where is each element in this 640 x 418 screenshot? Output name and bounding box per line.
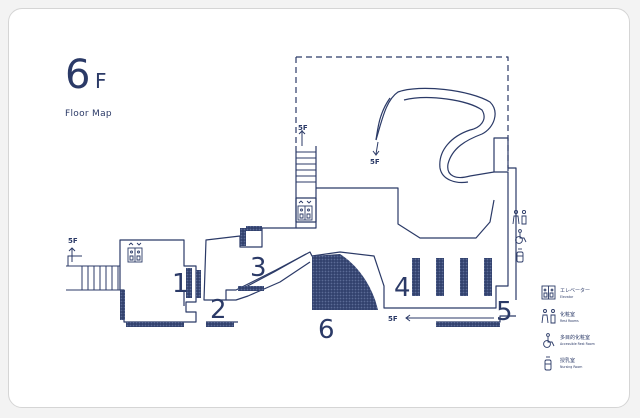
top-stairs	[296, 130, 316, 183]
zone-6-label: 6	[318, 315, 335, 345]
stairs-label-ramp: 5F	[370, 158, 380, 166]
zone-5-label: 5	[496, 297, 513, 327]
escalator-serpentine-inner	[375, 97, 391, 141]
zone-3-label: 3	[250, 253, 267, 283]
map-elevator-icon-left	[127, 242, 143, 263]
exit-label: 5F	[388, 315, 398, 323]
floor-number: 6	[65, 52, 91, 98]
legend-restroom-icon	[541, 309, 556, 324]
ramp-arrow	[372, 141, 380, 156]
zone-1-label: 1	[172, 269, 189, 299]
bookshelves	[120, 226, 500, 327]
map-nursing-icon	[516, 248, 524, 263]
legend-accessible-en: Accessible Rest Room	[560, 342, 595, 346]
legend-nursing-en: Nursing Room	[560, 365, 583, 369]
floor-letter: F	[95, 69, 107, 93]
escalator-serpentine-lane	[403, 97, 485, 184]
central-hall-outline	[316, 187, 495, 239]
escalator-serpentine	[375, 87, 496, 179]
future-area-outline	[296, 56, 509, 172]
exit-arrow	[405, 314, 494, 322]
legend-accessible-ja: 多目的化粧室	[560, 335, 591, 341]
legend-restroom-ja: 化粧室	[560, 312, 576, 318]
floor-map-subtitle: Floor Map	[65, 109, 112, 119]
legend-elevator-icon	[541, 285, 556, 300]
elevator-core	[295, 197, 317, 223]
map-card: 6 F Floor Map	[8, 8, 630, 408]
legend-restroom-en: Rest Rooms	[560, 319, 579, 323]
zone-4-label: 4	[394, 273, 411, 303]
legend-nursing-icon	[544, 356, 552, 371]
map-restroom-icon	[512, 209, 527, 225]
map-elevator-icon-top	[297, 200, 313, 221]
ramp-upper-edge	[239, 253, 307, 291]
stairs-label-left: 5F	[68, 237, 78, 245]
legend-accessible-icon	[543, 333, 555, 348]
zone-2-label: 2	[210, 295, 227, 325]
left-stairs	[66, 247, 120, 291]
ramp-lower-edge	[226, 261, 311, 301]
legend-elevator-ja: エレベーター	[560, 288, 591, 294]
map-accessible-icon	[515, 229, 527, 244]
stairs-label-top: 5F	[298, 124, 308, 132]
legend-nursing-ja: 授乳室	[560, 358, 576, 364]
legend-elevator-en: Elevator	[560, 295, 574, 299]
